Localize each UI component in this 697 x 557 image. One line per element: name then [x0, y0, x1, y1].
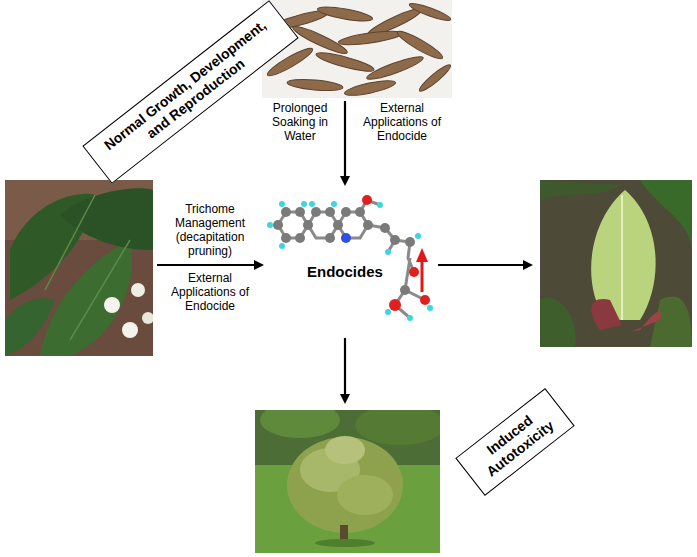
arrow-label: External Applications of Endocide — [356, 101, 448, 143]
arrow-line — [438, 264, 523, 266]
seeds-photo — [262, 0, 452, 98]
arrow-line — [157, 264, 254, 266]
arrow-line — [344, 101, 346, 176]
node-text: Endocides — [307, 263, 383, 281]
node-text: Induced Autotoxicity — [468, 400, 561, 483]
tilted-text-box: Induced Autotoxicity — [455, 388, 574, 496]
tree-photo — [255, 410, 440, 553]
arrow-label: Trichome Management (decapitation prunin… — [157, 202, 263, 258]
arrow-head — [254, 260, 264, 270]
arrow-label: Prolonged Soaking in Water — [260, 101, 340, 143]
node-text: Normal Growth, Development, and Reproduc… — [95, 12, 285, 171]
leaves-photo — [5, 180, 153, 356]
arrow-head — [340, 176, 350, 186]
molecule — [267, 195, 433, 321]
arrow-line — [344, 338, 346, 394]
plant-photo — [540, 180, 692, 347]
arrow-label: External Applications of Endocide — [164, 271, 256, 313]
arrow-head — [340, 394, 350, 404]
compound-label: Endocides — [303, 261, 387, 283]
arrows — [157, 101, 533, 404]
arrow-head — [523, 260, 533, 270]
